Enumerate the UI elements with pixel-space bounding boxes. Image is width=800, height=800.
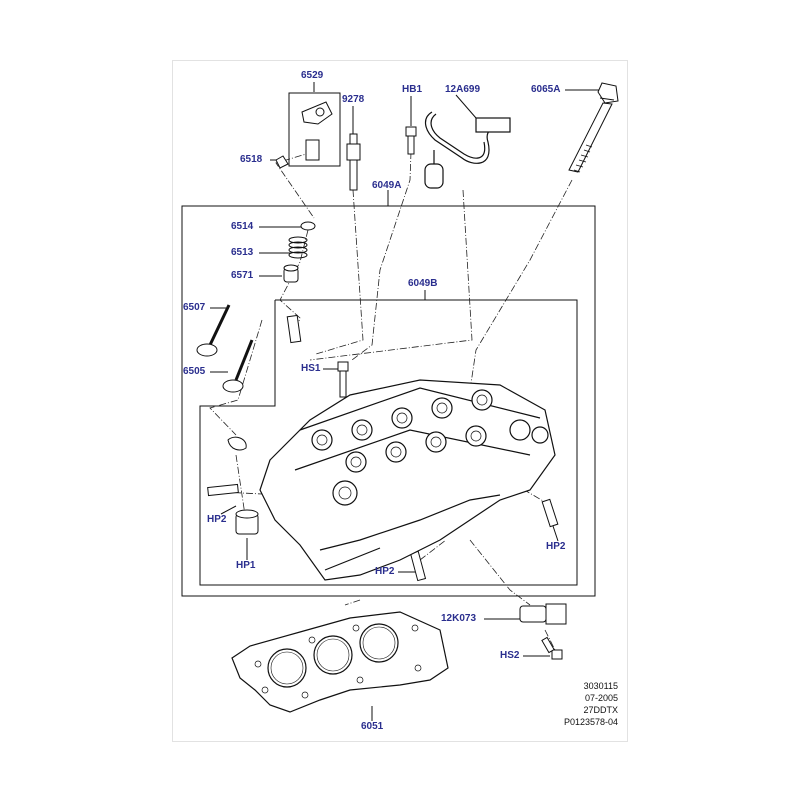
callout-12A699: 12A699 [445,84,481,95]
callout-HS2: HS2 [500,650,520,661]
reference-block: 3030115 07-2005 27DDTX P0123578-04 [564,680,618,728]
callout-HP2-right: HP2 [546,541,566,552]
reference-part-number: P0123578-04 [563,717,618,727]
cylinder-head [259,379,556,581]
valve-6507 [196,304,231,357]
callout-HP2-bottom: HP2 [375,566,395,577]
valve-seat [227,436,247,451]
sensor-harness-12A699 [424,111,511,189]
callout-HS1: HS1 [301,363,321,374]
pin-HP2-right [541,498,559,528]
valve-spring-6513 [288,236,308,259]
pin-HP2-left [207,483,239,497]
callout-6514: 6514 [231,221,254,232]
bolt-6065A [568,82,619,173]
callout-6505: 6505 [183,366,206,377]
callout-6049B: 6049B [408,278,438,289]
callout-6529: 6529 [301,70,324,81]
callout-6571: 6571 [231,270,254,281]
reference-variant: 27DDTX [583,705,618,715]
bolt-HB1 [405,126,417,155]
reference-date: 07-2005 [584,693,618,703]
valve-guide [286,314,302,344]
clip-6518 [275,155,289,169]
callout-9278: 9278 [342,94,365,105]
callout-6065A: 6065A [531,84,561,95]
callout-6513: 6513 [231,247,254,258]
reference-code: 3030115 [583,681,618,691]
bracket-6529 [288,92,341,167]
valve-6505 [222,339,254,393]
rocker-arm-6529 [301,101,333,161]
callout-HP2-left: HP2 [207,514,227,525]
bush-HP1 [235,509,259,535]
bolt-HS2 [541,636,563,660]
glow-plug-9278 [346,133,361,191]
bolt-HS1 [337,361,349,398]
callout-6051: 6051 [361,721,384,732]
callout-12K073: 12K073 [441,613,477,624]
callout-6049A: 6049A [372,180,402,191]
frame-6049B [199,299,578,586]
callout-6518: 6518 [240,154,263,165]
callout-HP1: HP1 [236,560,256,571]
sensor-12K073 [519,603,567,625]
pin-HP2-bottom [409,550,427,582]
callout-HB1: HB1 [402,84,423,95]
valve-seal-6571 [283,264,299,283]
head-gasket-6051 [231,611,449,713]
callout-6507: 6507 [183,302,206,313]
collet-6514 [300,221,316,231]
